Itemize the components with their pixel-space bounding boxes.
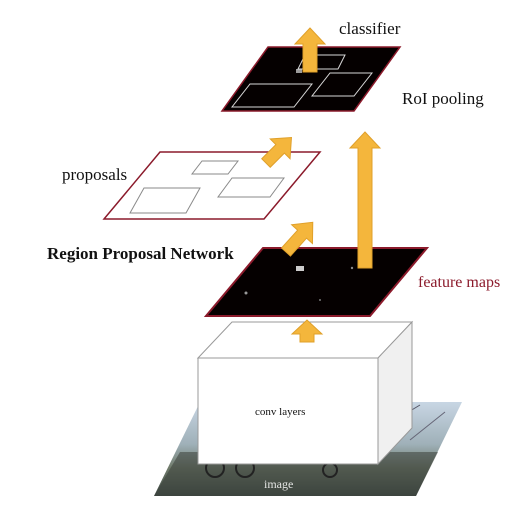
image-label: image [264, 477, 294, 491]
roi-pooling-plane [220, 46, 402, 112]
arrow-rpn-to-proposals [280, 221, 314, 257]
proposals-plane [102, 151, 322, 220]
conv-layers-box [196, 320, 414, 466]
conv-layers-label: conv layers [255, 406, 306, 418]
arrow-proposals-to-roi [261, 137, 292, 168]
proposals-label: proposals [62, 165, 128, 184]
roi-pooling-label: RoI pooling [402, 89, 484, 108]
region-proposal-network-label: Region Proposal Network [47, 244, 234, 263]
arrow-features-to-roi [348, 131, 382, 269]
arrow-conv-to-features [290, 319, 324, 343]
feature-maps-plane [203, 247, 430, 317]
feature-maps-label: feature maps [418, 274, 501, 291]
classifier-label: classifier [339, 19, 401, 38]
arrow-roi-to-classifier [293, 27, 327, 73]
